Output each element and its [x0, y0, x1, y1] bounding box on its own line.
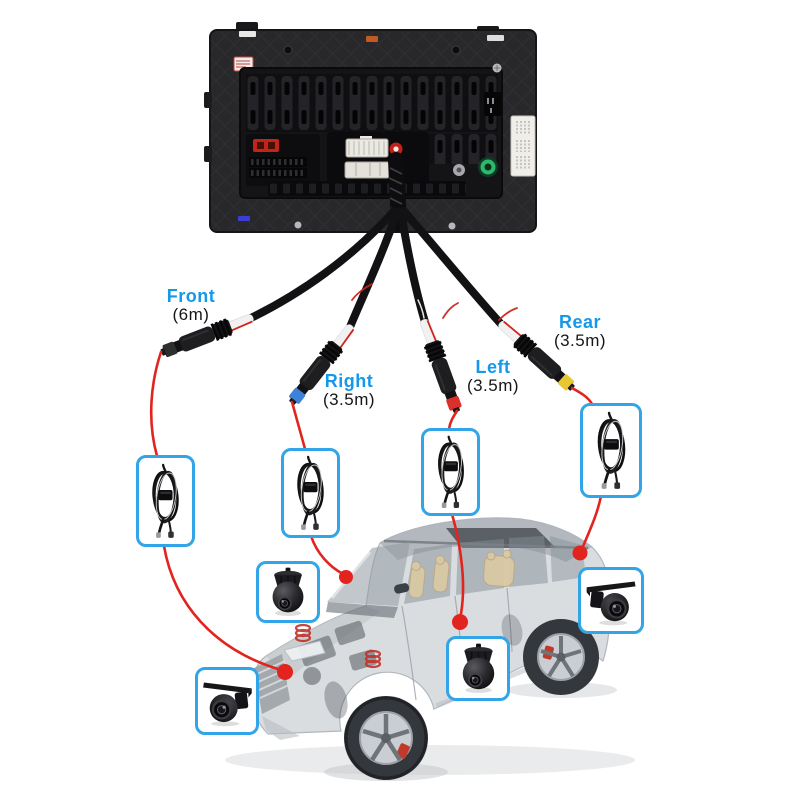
- coil-box-right: [281, 448, 340, 538]
- side-mirror: [394, 583, 410, 594]
- car-shadow: [225, 745, 635, 775]
- left-route: [447, 409, 459, 431]
- headlight: [283, 640, 326, 662]
- right-route: [290, 400, 307, 451]
- front-label-length: (6m): [172, 305, 210, 325]
- front-label-name: Front: [166, 286, 216, 306]
- front-mount-marker: [277, 664, 293, 680]
- rear-cable-label: Rear (3.5m): [528, 312, 632, 351]
- power-connector-block: [246, 134, 320, 186]
- coiled-cable-icon: [587, 408, 636, 493]
- barcode-sticker: [510, 115, 536, 177]
- front-connector-tip: [162, 341, 178, 358]
- camera-wire-routes: [149, 350, 603, 672]
- coil-box-rear: [580, 403, 642, 498]
- dome-camera-icon: [452, 642, 505, 695]
- left-connector-tip: [446, 395, 462, 411]
- cable-harness: [247, 207, 518, 331]
- rear-route: [570, 386, 594, 406]
- heatsink-fins: [246, 74, 498, 132]
- dome-camera-icon: [262, 566, 314, 618]
- front-cable: [247, 207, 398, 322]
- front-cable-label: Front (6m): [139, 286, 243, 325]
- head-unit-rear-panel: [204, 22, 537, 233]
- bracket-camera-icon: [583, 574, 640, 627]
- right-cable-label: Right (3.5m): [297, 371, 401, 410]
- camera-box-front: [195, 667, 259, 735]
- front-route: [149, 350, 163, 458]
- front-camera-connector: [160, 314, 254, 358]
- power-pigtails: [351, 283, 518, 321]
- left-cable-label: Left (3.5m): [441, 357, 545, 396]
- right-cable: [346, 208, 401, 331]
- right-camera-connector: [289, 324, 355, 405]
- left-mount-marker: [452, 614, 468, 630]
- coil-box-front: [136, 455, 195, 547]
- rear-mount-marker: [572, 545, 588, 561]
- rear-camera-connector: [498, 320, 575, 391]
- rear-label-length: (3.5m): [553, 331, 607, 351]
- car-seats: [408, 549, 515, 599]
- mount-point-markers: [277, 545, 588, 680]
- left-label-name: Left: [475, 357, 511, 377]
- coiled-cable-icon: [428, 433, 474, 511]
- green-connector: [478, 157, 498, 177]
- rear-label-name: Rear: [558, 312, 602, 332]
- camera-box-dome-hood: [256, 561, 320, 623]
- coiled-cable-icon: [142, 460, 189, 542]
- right-mount-marker: [339, 570, 353, 584]
- right-label-length: (3.5m): [322, 390, 376, 410]
- bracket-camera-icon: [199, 675, 255, 728]
- right-label-name: Right: [324, 371, 374, 391]
- rear-cable: [400, 207, 505, 328]
- rear-wheel: [523, 619, 599, 695]
- camera-box-dome-rocker: [446, 636, 510, 701]
- coil-box-left: [421, 428, 480, 516]
- front-wheel: [344, 696, 428, 780]
- coiled-cable-icon: [287, 453, 334, 533]
- windshield: [327, 542, 410, 606]
- camera-box-rear: [578, 567, 644, 634]
- left-label-length: (3.5m): [466, 376, 520, 396]
- car-illustration: [225, 517, 635, 781]
